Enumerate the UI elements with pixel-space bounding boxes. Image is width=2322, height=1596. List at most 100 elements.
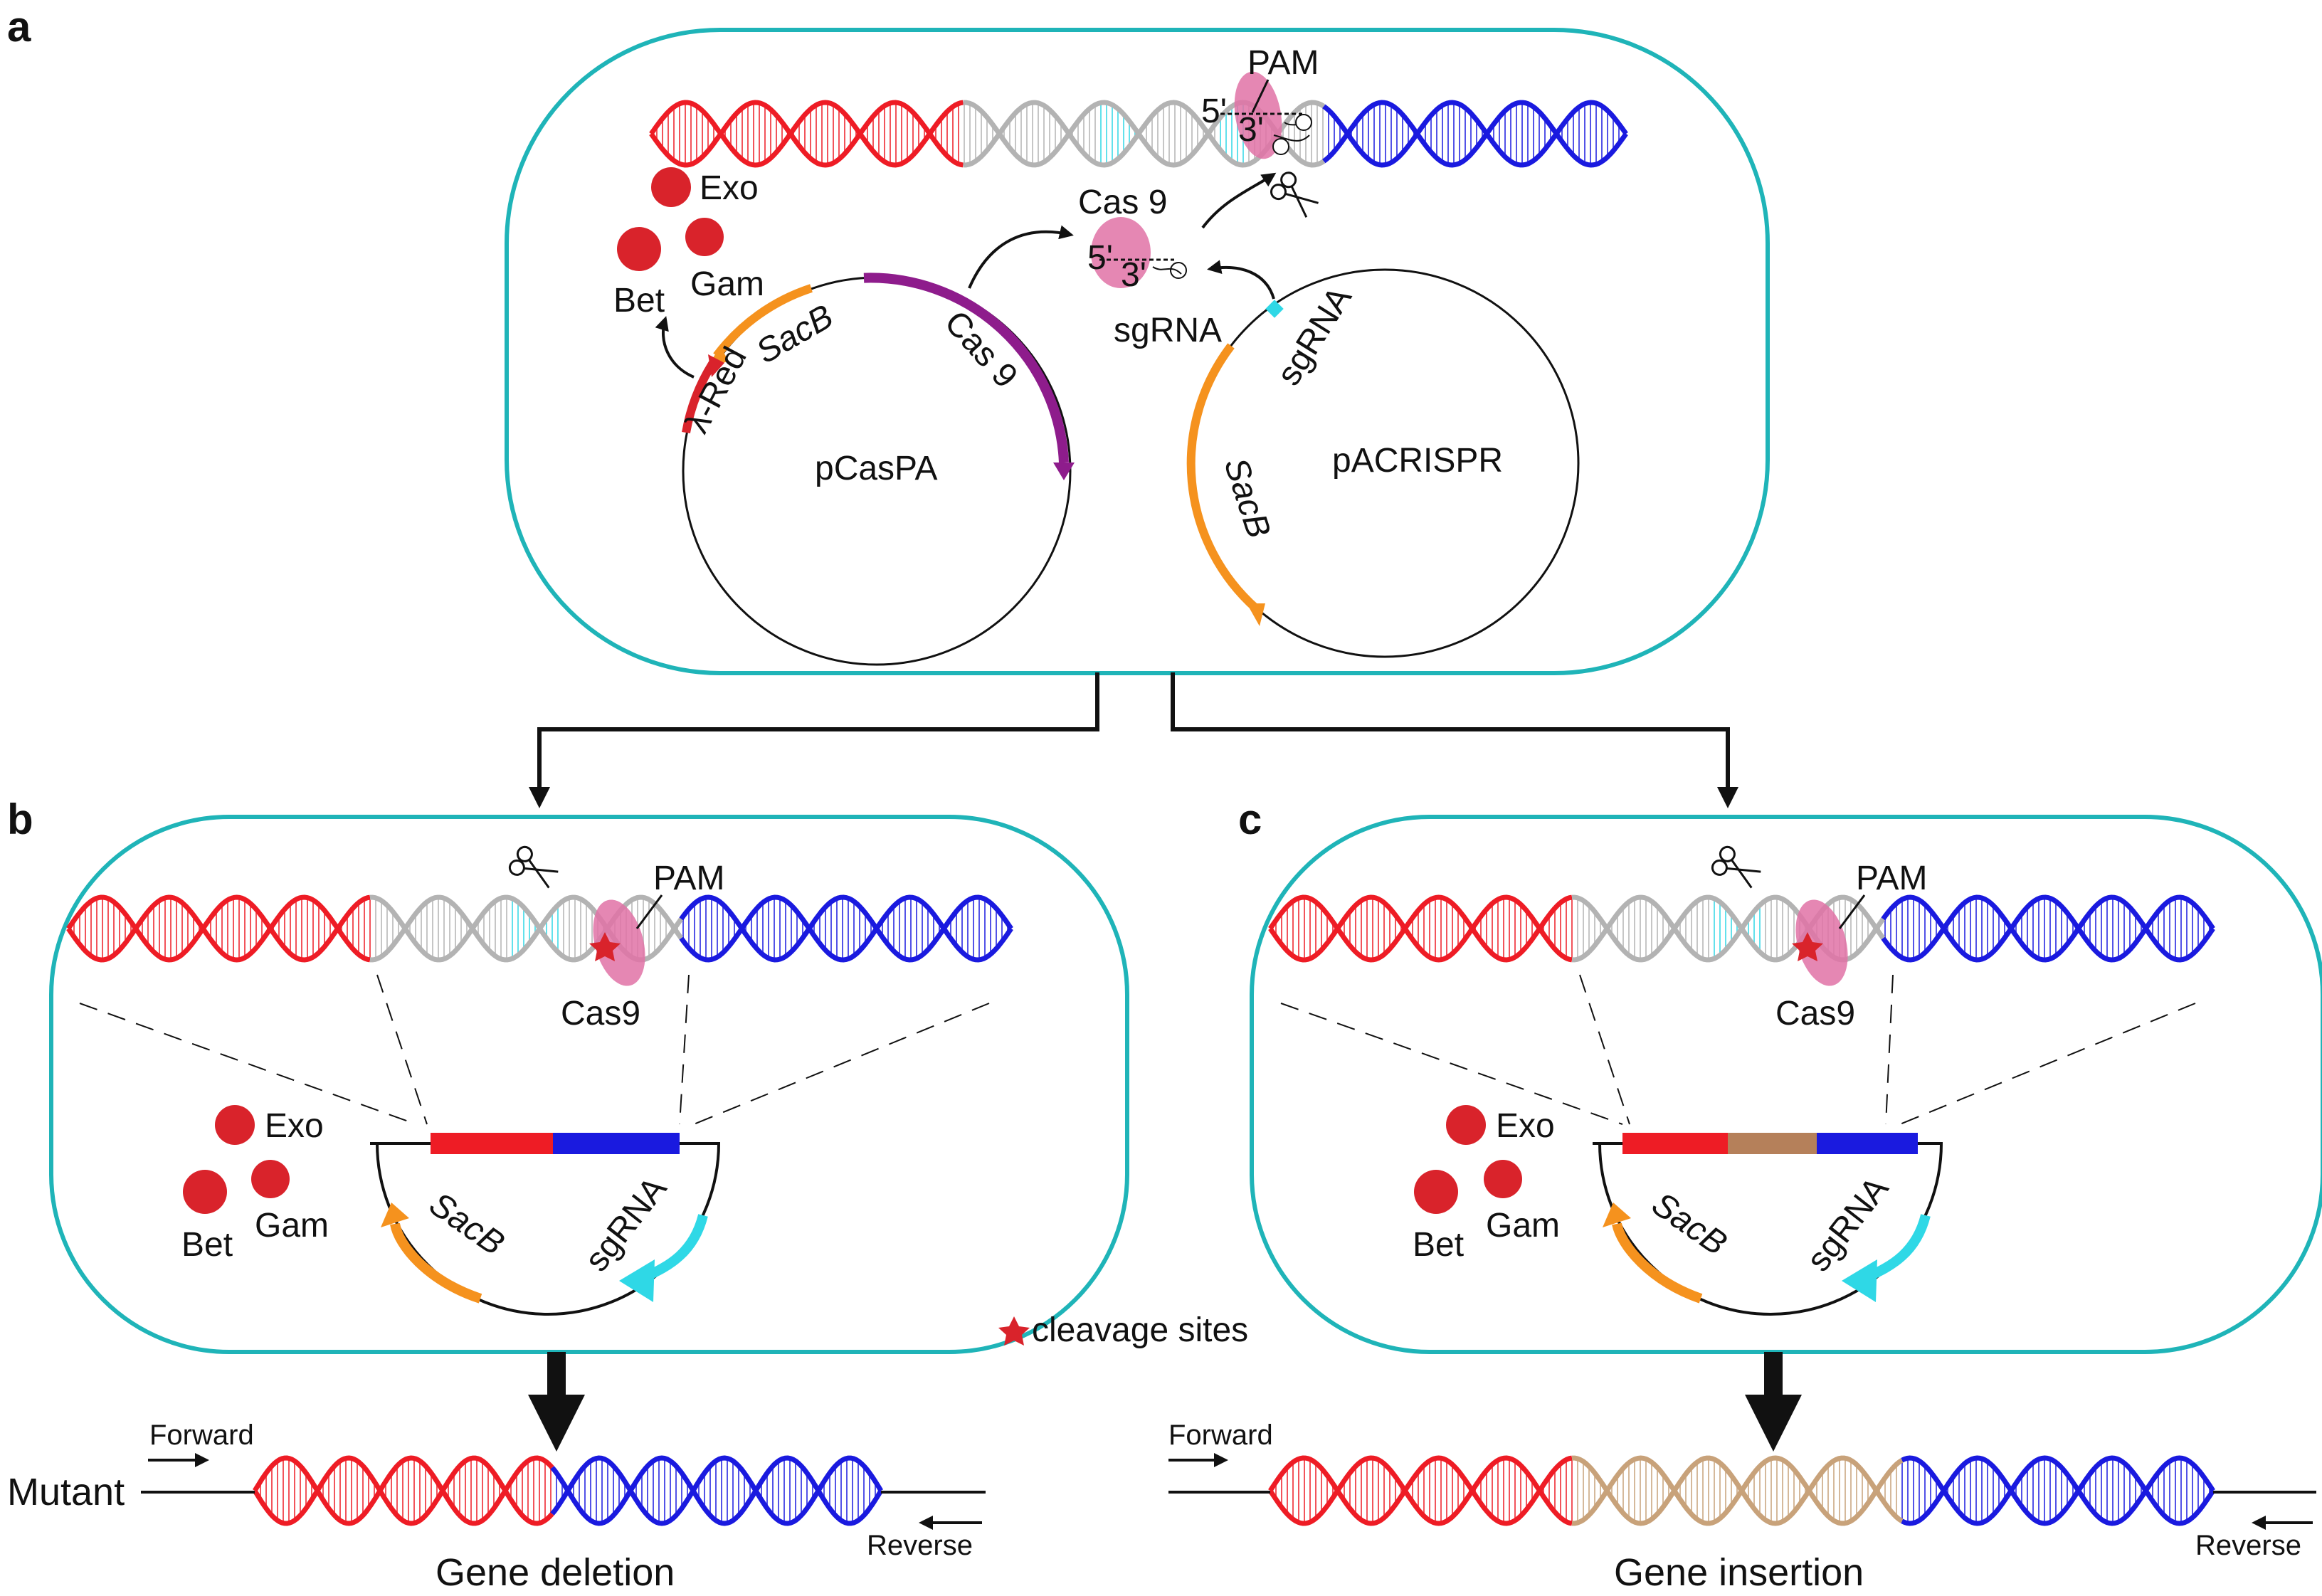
pam-pointer-a: [1251, 79, 1270, 113]
reverse-label-b: Reverse: [867, 1530, 973, 1561]
helix-backbone: [1322, 100, 1628, 168]
helix-backbone: [253, 1455, 554, 1526]
plasmid-pcaspa-label: pCasPA: [815, 450, 938, 487]
helix-backbone: [1268, 894, 1573, 963]
panel-a-letter: a: [7, 3, 31, 51]
projection-line-c4: [1899, 1003, 2196, 1125]
cas9-complex-target: [1220, 71, 1312, 159]
reverse-label-c: Reverse: [2195, 1530, 2301, 1561]
projection-line-c2: [1579, 974, 1630, 1125]
projection-line-c1: [1280, 1003, 1623, 1125]
sgrna-label-b: sgRNA: [578, 1170, 674, 1278]
caption-b: Gene deletion: [436, 1551, 675, 1594]
dna-helix-c: [1268, 894, 2215, 963]
homology-arm-left-b: [431, 1133, 553, 1154]
projection-line-b1: [79, 1003, 417, 1125]
three-prime-label-a2: 3': [1121, 256, 1146, 294]
repair-template-plasmid-b: [370, 1142, 721, 1316]
dna-helix-a: [649, 100, 1628, 168]
cell-a: [505, 28, 1770, 675]
helix-backbone: [66, 894, 371, 963]
helix-backbone: [1881, 894, 2215, 963]
projection-line-c3: [1885, 974, 1894, 1125]
exo-label-b: Exo: [265, 1107, 324, 1145]
cas9-label-a: Cas 9: [1078, 184, 1167, 221]
exo-protein-c: [1446, 1105, 1486, 1145]
cleavage-legend-star: [998, 1316, 1030, 1346]
cas9-expression-arrow: [968, 225, 1074, 289]
sacb-gene-b-arrowhead: [381, 1203, 409, 1227]
flow-arrow-to-c: [1171, 672, 1738, 808]
pam-pointer-b: [635, 894, 663, 929]
flow-arrow-to-b: [529, 672, 1099, 808]
five-prime-label-a: 5': [1201, 93, 1227, 130]
helix-backbone: [1572, 1455, 1904, 1526]
sacb-gene-a1: [713, 284, 813, 359]
cell-b: [49, 815, 1129, 1354]
helix-backbone: [1268, 1455, 1573, 1526]
cleavage-legend-label: cleavage sites: [1032, 1311, 1248, 1349]
pam-label-b: PAM: [653, 860, 724, 897]
exo-protein-b: [215, 1105, 255, 1145]
gam-label-a: Gam: [690, 265, 764, 303]
panel-c-letter: c: [1238, 796, 1262, 843]
cas9-protein-b: [593, 899, 645, 986]
projection-line-b3: [679, 974, 690, 1125]
result-arrow-b-head: [528, 1395, 585, 1452]
sacb-gene-c: [1612, 1222, 1703, 1304]
sgrna-gene-label-a: sgRNA: [1270, 280, 1359, 392]
helix-backbone: [370, 894, 684, 963]
helix-backbone: [649, 100, 964, 168]
bet-protein-c: [1414, 1170, 1458, 1214]
bet-label-c: Bet: [1413, 1226, 1464, 1264]
cas9-label-c: Cas9: [1775, 995, 1855, 1032]
complex-to-target-arrow: [1201, 172, 1277, 229]
bet-label-a: Bet: [613, 282, 665, 319]
pam-pointer-c: [1838, 894, 1866, 929]
helix-backbone: [66, 894, 371, 963]
scissors-icon: [506, 843, 562, 894]
cas9-label-b: Cas9: [561, 995, 640, 1032]
sacb-label-a2: SacB: [1217, 453, 1278, 542]
bet-protein-b: [183, 1170, 227, 1214]
cas9-complex-free: [1091, 217, 1187, 288]
cleavage-star-b: [589, 932, 621, 961]
sgrna-gene-marker: [1265, 300, 1284, 318]
gam-protein-a: [685, 218, 724, 256]
insert-gene-c: [1728, 1133, 1817, 1154]
helix-backbone: [550, 1455, 883, 1526]
projection-line-b4: [693, 1003, 990, 1125]
helix-backbone: [1322, 100, 1628, 168]
helix-backbone: [1572, 1455, 1904, 1526]
sacb-gene-a2: [1186, 343, 1259, 612]
sgrna-expression-arrow: [1207, 260, 1275, 300]
sgrna-label-a: sgRNA: [1114, 312, 1222, 349]
sacb-gene-b: [390, 1222, 482, 1304]
five-prime-label-a2: 5': [1087, 239, 1113, 277]
homology-arm-left-c: [1622, 1133, 1728, 1154]
panel-b-letter: b: [7, 796, 33, 843]
bet-protein-a: [617, 227, 661, 271]
lambda-red-label: λ-Red: [678, 341, 754, 439]
pam-label-a: PAM: [1247, 44, 1319, 82]
helix-backbone: [550, 1455, 883, 1526]
mutant-label: Mutant: [7, 1471, 125, 1513]
cleavage-star-c: [1792, 932, 1823, 961]
repair-template-plasmid-c: [1593, 1142, 1943, 1316]
sgrna-gene-b-arrowhead: [619, 1259, 655, 1302]
helix-backbone: [1901, 1455, 2215, 1526]
dna-helix-mutant-b: [253, 1455, 883, 1526]
three-prime-label-a: 3': [1238, 111, 1264, 149]
helix-backbone: [253, 1455, 554, 1526]
homology-arm-right-c: [1817, 1133, 1918, 1154]
helix-backbone: [649, 100, 964, 168]
projection-line-b2: [376, 974, 428, 1125]
helix-backbone: [1881, 894, 2215, 963]
gam-label-b: Gam: [255, 1207, 329, 1244]
exo-label-c: Exo: [1496, 1107, 1555, 1145]
helix-backbone: [1572, 894, 1886, 963]
sgrna-gene-c-arrowhead: [1842, 1259, 1877, 1302]
sacb-label-c: SacB: [1645, 1185, 1733, 1263]
gam-label-c: Gam: [1486, 1207, 1560, 1244]
dna-helix-b: [66, 894, 1013, 963]
